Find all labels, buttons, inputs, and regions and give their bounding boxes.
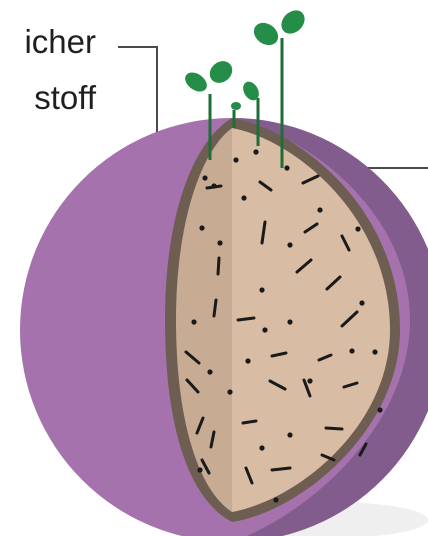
- seed-particle-icon: [307, 378, 312, 383]
- seed-particle-icon: [253, 149, 258, 154]
- seed-particle-icon: [326, 428, 342, 429]
- seed-particle-icon: [349, 348, 354, 353]
- seed-particle-icon: [243, 421, 256, 423]
- seed-particle-icon: [284, 165, 289, 170]
- seed-particle-icon: [207, 369, 212, 374]
- seed-particle-icon: [241, 195, 246, 200]
- seed-particle-icon: [238, 318, 254, 320]
- seed-particle-icon: [199, 225, 204, 230]
- seed-particle-icon: [377, 407, 382, 412]
- seed-particle-icon: [287, 242, 292, 247]
- seed-particle-icon: [272, 468, 290, 470]
- label-line-2: stoff: [0, 78, 96, 118]
- seed-particle-icon: [214, 300, 216, 316]
- seed-particle-icon: [355, 226, 360, 231]
- seed-particle-icon: [245, 358, 250, 363]
- seed-particle-icon: [259, 445, 264, 450]
- label-line-1: icher: [0, 22, 96, 62]
- seed-particle-icon: [217, 240, 222, 245]
- seed-particle-icon: [273, 497, 278, 502]
- seed-particle-icon: [227, 389, 232, 394]
- seed-particle-icon: [202, 175, 207, 180]
- seed-particle-icon: [233, 157, 238, 162]
- seed-particle-icon: [207, 186, 221, 188]
- seed-particle-icon: [218, 258, 219, 274]
- seed-particle-icon: [287, 432, 292, 437]
- seed-particle-icon: [317, 207, 322, 212]
- seed-particle-icon: [372, 349, 377, 354]
- seed-particle-icon: [259, 287, 264, 292]
- leader-line-top-left: [118, 47, 157, 148]
- seed-particle-icon: [287, 319, 292, 324]
- seed-particle-icon: [191, 319, 196, 324]
- seed-particle-icon: [262, 327, 267, 332]
- seed-particle-icon: [359, 300, 364, 305]
- seed-particle-icon: [197, 467, 202, 472]
